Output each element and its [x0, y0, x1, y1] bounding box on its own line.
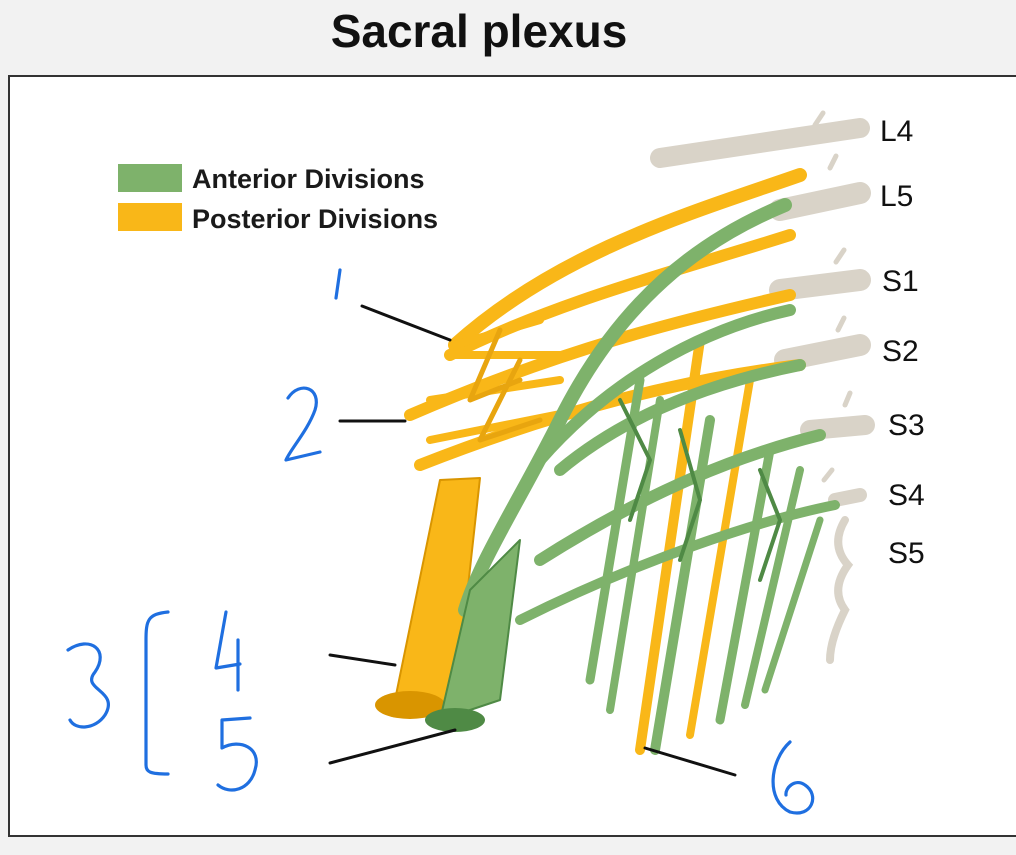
anterior-branch-l5	[458, 198, 792, 617]
leader-lines	[328, 304, 737, 777]
anterior-divisions	[425, 198, 840, 755]
root-s2	[774, 334, 871, 371]
root-l5	[769, 182, 871, 221]
leader-line-4	[328, 653, 397, 667]
annotation-4	[214, 610, 242, 692]
handwritten-annotations	[66, 268, 815, 815]
root-l4	[650, 118, 870, 168]
root-labels: L4 L5 S1 S2 S3 S4 S5	[880, 115, 925, 570]
annotation-6	[771, 740, 815, 815]
root-s1	[769, 269, 871, 301]
root-label-s2: S2	[882, 335, 919, 368]
legend: Anterior Divisions Posterior Divisions	[118, 164, 438, 234]
tibial-cut-end	[425, 708, 485, 732]
annotation-2	[284, 386, 322, 462]
anterior-descending-6	[761, 516, 824, 694]
root-s5	[826, 516, 854, 664]
anterior-legend-swatch	[118, 164, 182, 192]
anterior-branch-s4	[515, 500, 840, 625]
anterior-branch-s1	[534, 304, 796, 466]
annotation-5	[216, 716, 258, 792]
root-label-s1: S1	[882, 265, 919, 298]
root-label-s4: S4	[888, 479, 925, 512]
diagram-title: Sacral plexus	[330, 5, 628, 57]
anterior-descending-2	[606, 396, 664, 714]
anterior-legend-label: Anterior Divisions	[192, 164, 425, 194]
posterior-branch-6	[635, 335, 705, 755]
posterior-branch-small	[686, 376, 754, 739]
tibial-trunk	[439, 539, 521, 721]
leader-line-5	[328, 728, 457, 765]
annotation-1	[334, 268, 342, 300]
anterior-branch-s2	[554, 359, 806, 476]
anterior-descending-4	[715, 445, 775, 725]
root-branches	[812, 110, 853, 483]
leader-line-1	[360, 304, 452, 342]
anterior-branch-s3	[534, 429, 826, 566]
annotation-3	[66, 642, 110, 729]
root-s3	[800, 415, 875, 440]
common-fibular-cut-end	[375, 691, 445, 719]
anterior-descending-5	[741, 466, 804, 709]
posterior-legend-swatch	[118, 203, 182, 231]
bracket	[144, 610, 170, 776]
leader-line-6	[643, 746, 737, 777]
root-s4	[828, 488, 867, 507]
posterior-branch-l4	[448, 168, 807, 352]
posterior-weave	[467, 327, 543, 443]
anterior-descending-1	[585, 375, 645, 685]
root-label-s5: S5	[888, 537, 925, 570]
root-label-l5: L5	[880, 180, 913, 213]
anterior-descending-3	[650, 415, 715, 755]
posterior-legend-label: Posterior Divisions	[192, 204, 438, 234]
root-label-l4: L4	[880, 115, 913, 148]
anterior-weave	[618, 398, 782, 582]
root-label-s3: S3	[888, 409, 925, 442]
